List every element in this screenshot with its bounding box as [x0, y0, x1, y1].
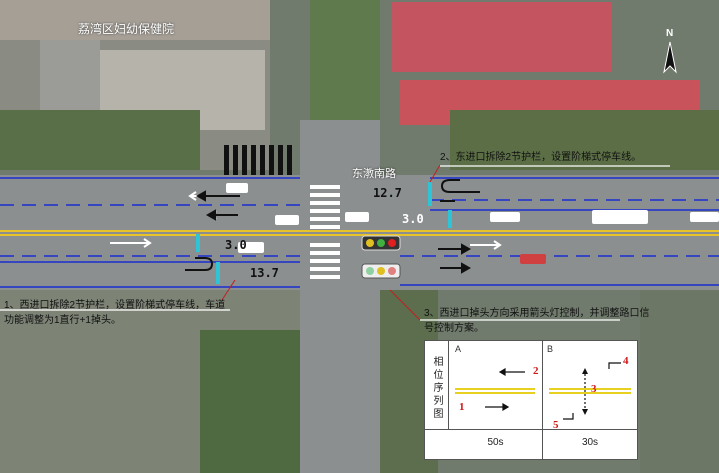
distance-east-top: 12.7 — [373, 186, 402, 200]
movement-5-number: 5 — [553, 419, 559, 431]
movement-4-number: 4 — [623, 355, 629, 367]
phase-movements — [455, 362, 631, 420]
movement-3-number: 3 — [591, 383, 597, 395]
distance-east-mid: 3.0 — [402, 212, 424, 226]
distance-west-bottom: 13.7 — [250, 266, 279, 280]
north-label: N — [666, 28, 674, 39]
phase-side-label: 相位序列图 — [425, 341, 449, 429]
movement-1-number: 1 — [459, 401, 465, 413]
phase-a-duration: 50s — [487, 437, 504, 448]
hospital-label: 荔湾区妇幼保健院 — [78, 22, 175, 36]
phase-sequence-diagram: 相位序列图 A B 1 2 — [424, 340, 638, 460]
distance-west-mid: 3.0 — [225, 238, 247, 252]
phase-b-duration: 30s — [581, 437, 599, 448]
phase-time-divider — [425, 429, 637, 430]
note-east-entrance: 2、东进口拆除2节护栏，设置阶梯式停车线。 — [440, 152, 642, 163]
phase-divider — [542, 341, 543, 459]
north-arrow-icon — [663, 41, 677, 74]
movement-2-number: 2 — [533, 365, 539, 377]
note-west-entrance: 1、西进口拆除2节护栏，设置阶梯式停车线，车道功能调整为1直行+1掉头。 — [4, 300, 226, 326]
phase-a-label: A — [455, 344, 462, 354]
note-uturn-signal: 3、西进口掉头方向采用箭头灯控制，并调整路口信号控制方案。 — [424, 308, 650, 334]
road-name-label: 东漖南路 — [352, 168, 396, 180]
phase-b-label: B — [547, 344, 554, 354]
